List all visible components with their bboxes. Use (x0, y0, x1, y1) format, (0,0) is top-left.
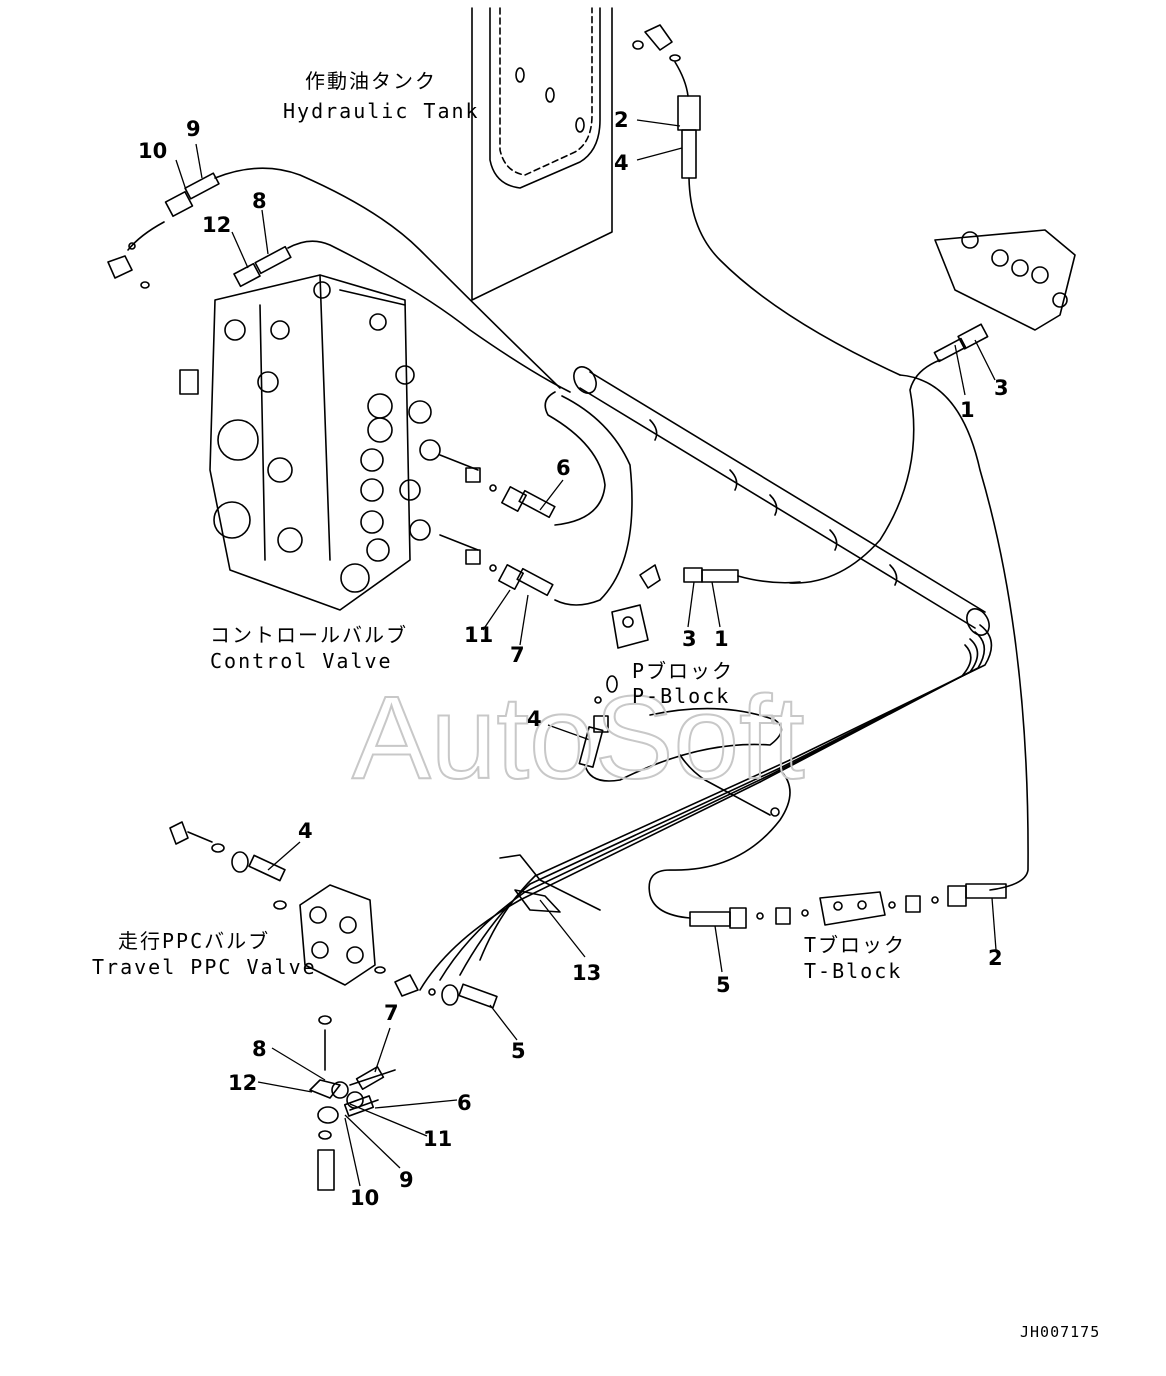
callout-10-travel: 10 (350, 1186, 379, 1210)
travel-ppc-top-drawing (789, 229, 1076, 584)
control-valve-drawing (179, 274, 497, 611)
callout-11-travel: 11 (423, 1127, 452, 1151)
tank-elbow-fitting (632, 24, 689, 97)
callout-11-mid: 11 (464, 623, 493, 647)
hose-tank-return (677, 95, 1029, 891)
callout-4-travel: 4 (298, 819, 313, 843)
callout-6-mid: 6 (556, 456, 571, 480)
clamp-13-drawing (499, 754, 780, 913)
t-block-caption-jp: Tブロック (804, 933, 906, 957)
callout-5-tblock: 5 (716, 973, 731, 997)
t-block-drawing (648, 769, 1007, 929)
callout-13-clamp: 13 (572, 961, 601, 985)
callout-3-right: 3 (994, 376, 1009, 400)
drawing-reference: JH007175 (1020, 1323, 1100, 1341)
hose-6-loop (498, 391, 633, 606)
callout-1-right: 1 (960, 398, 975, 422)
callout-9-travel: 9 (399, 1168, 414, 1192)
callout-4-tank: 4 (614, 151, 629, 175)
control-valve-caption-jp: コントロールバルブ (210, 623, 408, 647)
callout-4-pblock: 4 (527, 707, 542, 731)
callout-2-tank: 2 (614, 108, 629, 132)
callout-8-top: 8 (252, 189, 267, 213)
callout-12-travel: 12 (228, 1071, 257, 1095)
callout-12-top: 12 (202, 213, 231, 237)
watermark: AutoSoft (352, 672, 805, 804)
callout-2-tblock: 2 (988, 946, 1003, 970)
callout-7-mid: 7 (510, 643, 525, 667)
tube-bundle (419, 366, 993, 991)
callout-6-travel: 6 (457, 1091, 472, 1115)
travel-ppc-caption-en: Travel PPC Valve (92, 955, 317, 979)
callout-9-top: 9 (186, 117, 201, 141)
t-block-caption-en: T-Block (804, 959, 902, 983)
hydraulic-tank-outline (471, 7, 613, 301)
callout-8-travel: 8 (252, 1037, 267, 1061)
callout-10-top: 10 (138, 139, 167, 163)
callout-5-travel: 5 (511, 1039, 526, 1063)
travel-ppc-caption-jp: 走行PPCバルブ (118, 929, 270, 953)
callout-3-pblock: 3 (682, 627, 697, 651)
hose-9-top (107, 167, 561, 389)
hydraulic-tank-caption-jp: 作動油タンク (305, 69, 437, 93)
control-valve-caption-en: Control Valve (210, 649, 393, 673)
p-block-drawing (578, 564, 801, 782)
p-block-caption-jp: Pブロック (632, 659, 734, 683)
callout-leaders (175, 119, 997, 1187)
travel-ppc-valve-drawing (169, 821, 498, 1191)
callout-7-travel: 7 (384, 1001, 399, 1025)
hose-8-top (233, 240, 571, 393)
hydraulic-tank-caption-en: Hydraulic Tank (283, 99, 480, 123)
p-block-caption-en: P-Block (632, 684, 730, 708)
callout-1-pblock: 1 (714, 627, 729, 651)
